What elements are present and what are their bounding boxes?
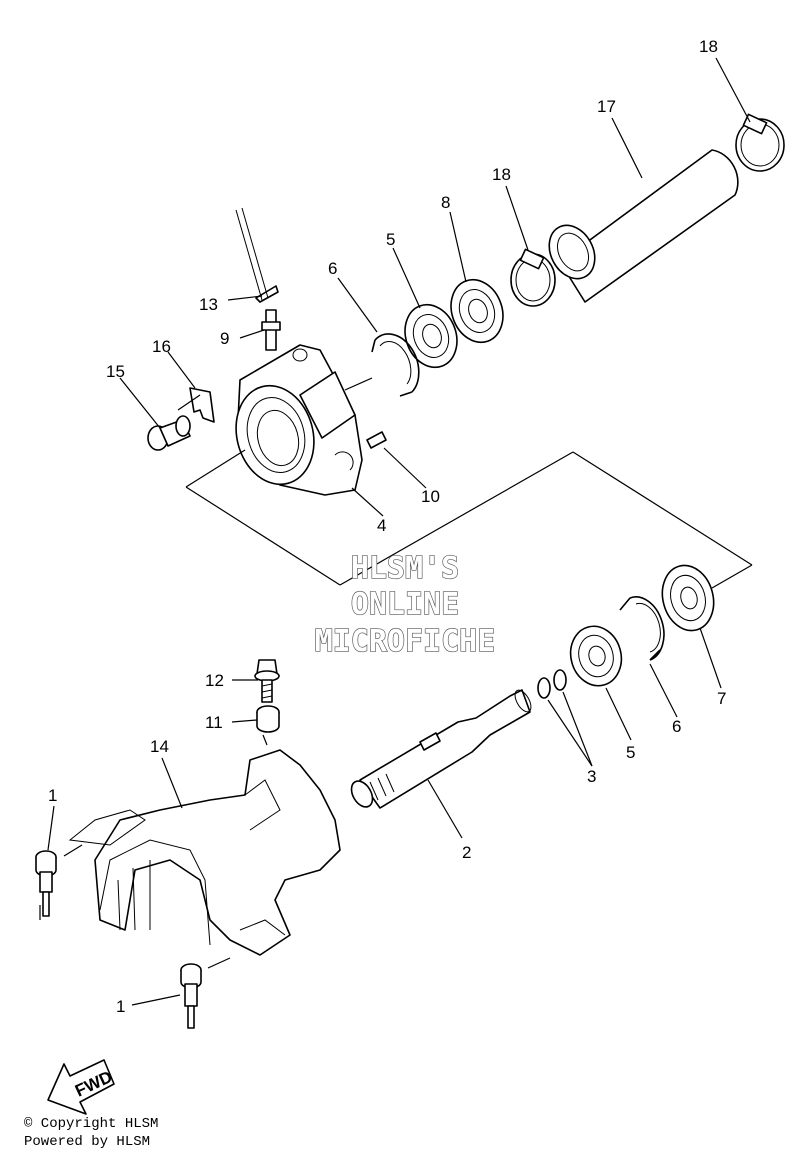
part-17-hose bbox=[548, 149, 739, 303]
callouts: 18 17 18 8 5 6 13 9 16 15 10 4 12 11 14 … bbox=[48, 37, 726, 1016]
callout-12: 12 bbox=[205, 671, 224, 690]
part-10-pin bbox=[366, 431, 387, 449]
callout-17: 17 bbox=[597, 97, 616, 116]
callout-3: 3 bbox=[587, 767, 596, 786]
callout-6-upper: 6 bbox=[328, 259, 337, 278]
part-9-fitting bbox=[261, 309, 281, 351]
part-18-clamp-lower bbox=[510, 248, 556, 307]
part-2-shaft bbox=[350, 689, 532, 809]
part-14-cover bbox=[68, 749, 341, 956]
callout-15: 15 bbox=[106, 362, 125, 381]
part-6-snap-ring-upper bbox=[371, 333, 420, 397]
callout-1-lower: 1 bbox=[116, 997, 125, 1016]
assembly-lines bbox=[39, 377, 753, 969]
callout-2: 2 bbox=[462, 843, 471, 862]
part-18-clamp-upper bbox=[735, 113, 785, 172]
part-6-snap-ring-lower bbox=[619, 596, 665, 661]
part-15-bolt bbox=[147, 415, 191, 451]
callout-9: 9 bbox=[220, 329, 229, 348]
callout-5-upper: 5 bbox=[386, 230, 395, 249]
leader-lines bbox=[47, 57, 751, 1006]
callout-10: 10 bbox=[421, 487, 440, 506]
callout-1-upper: 1 bbox=[48, 786, 57, 805]
part-4-housing bbox=[235, 344, 363, 496]
watermark: HLSM'S ONLINE MICROFICHE bbox=[314, 550, 496, 659]
callout-14: 14 bbox=[150, 737, 169, 756]
fwd-arrow-icon: FWD bbox=[47, 1059, 115, 1115]
part-16-plate bbox=[189, 387, 215, 423]
copyright-text: © Copyright HLSM bbox=[24, 1116, 159, 1132]
part-3-o-rings bbox=[537, 669, 567, 699]
part-5-bearing-lower bbox=[569, 625, 623, 687]
callout-13: 13 bbox=[199, 295, 218, 314]
part-1-fastener-lower bbox=[180, 963, 202, 1029]
callout-8: 8 bbox=[441, 193, 450, 212]
callout-11: 11 bbox=[205, 713, 223, 732]
callout-5-lower: 5 bbox=[626, 743, 635, 762]
watermark-line-3: MICROFICHE bbox=[315, 624, 496, 659]
watermark-line-2: ONLINE bbox=[351, 587, 459, 622]
callout-16: 16 bbox=[152, 337, 171, 356]
callout-18-upper: 18 bbox=[699, 37, 718, 56]
part-12-bolt bbox=[254, 659, 280, 703]
callout-7: 7 bbox=[717, 689, 726, 708]
watermark-line-1: HLSM'S bbox=[351, 551, 459, 586]
powered-by-text: Powered by HLSM bbox=[24, 1134, 151, 1150]
callout-4: 4 bbox=[377, 516, 386, 535]
callout-18-lower: 18 bbox=[492, 165, 511, 184]
part-13-clip bbox=[235, 207, 279, 303]
part-1-fastener-upper bbox=[35, 850, 57, 917]
part-11-collar bbox=[256, 705, 280, 733]
callout-6-lower: 6 bbox=[672, 717, 681, 736]
part-7-bearing bbox=[661, 564, 715, 632]
